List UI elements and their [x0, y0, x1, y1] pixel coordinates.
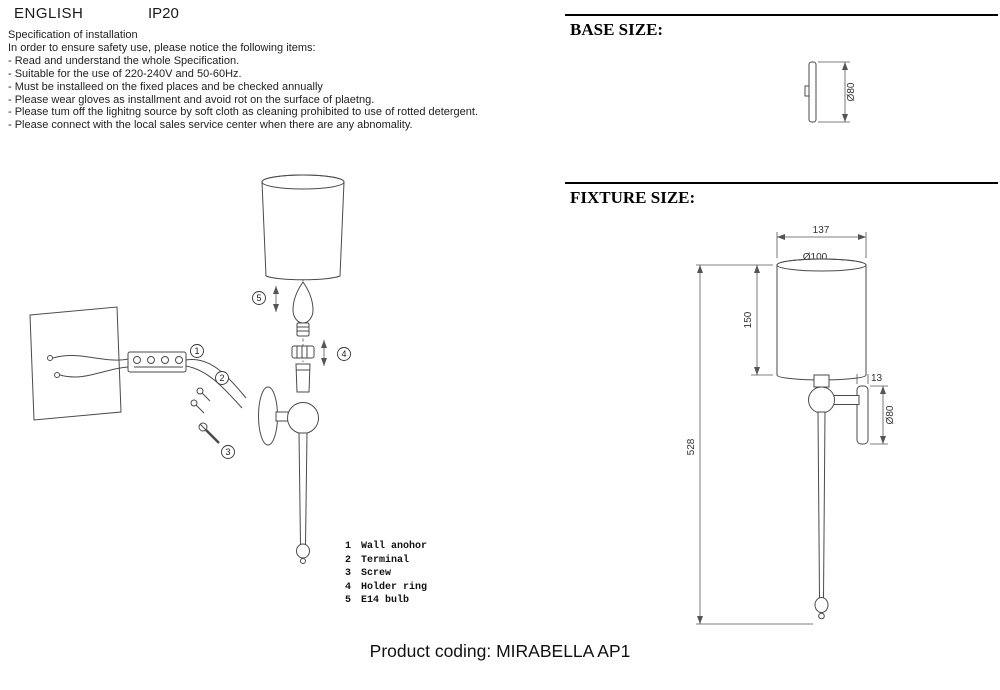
- callout-5-label: 5: [256, 293, 261, 303]
- arm: [275, 411, 290, 422]
- shade-width-label: 137: [813, 225, 830, 236]
- callout-2: [215, 371, 229, 385]
- backplate: [258, 386, 278, 446]
- overall-height-dimension: 528: [686, 264, 813, 625]
- spec-line: - Please wear gloves as installment and …: [8, 93, 375, 106]
- shade: [261, 174, 345, 281]
- callout-4: [337, 347, 351, 361]
- shade-width-dimension: 137 Ø100: [776, 225, 867, 263]
- plate-thickness-dimension: 13: [856, 373, 883, 384]
- terminal-block: [127, 351, 247, 409]
- spec-line: - Please tum off the lighitng source by …: [8, 106, 479, 119]
- callout-1: [190, 344, 204, 358]
- spec-line: - Please connect with the local sales se…: [8, 119, 413, 132]
- wall-plate-side: [856, 385, 869, 445]
- spec-line: - Read and understand the whole Specific…: [8, 54, 240, 67]
- mounting-screw: [198, 422, 220, 444]
- e14-bulb: [292, 281, 314, 337]
- holder-ring: [291, 345, 315, 359]
- base-plate-side-view: [804, 61, 817, 123]
- legend-item: 3 Screw: [345, 568, 392, 579]
- callout-3: [221, 445, 235, 459]
- socket: [813, 374, 830, 388]
- legend-item: 1 Wall anohor: [345, 541, 428, 552]
- legend-item: 5 E14 bulb: [345, 595, 410, 606]
- lamp-socket: [295, 363, 311, 393]
- callout-1-label: 1: [194, 346, 199, 356]
- divider-top: [565, 14, 998, 16]
- fixture-side-view: [776, 258, 869, 620]
- ball-joint: [287, 402, 319, 434]
- plate-thickness-label: 13: [871, 373, 883, 384]
- shade-diameter-label: Ø100: [803, 252, 828, 263]
- base-diameter-label: Ø80: [846, 82, 857, 101]
- stem: [298, 432, 308, 546]
- stem: [817, 411, 826, 599]
- small-screws: [190, 387, 211, 414]
- base-diameter-dimension: Ø80: [818, 61, 857, 123]
- callout-3-label: 3: [225, 447, 230, 457]
- product-coding: Product coding: MIRABELLA AP1: [369, 641, 631, 661]
- spec-title: Specification of installation: [8, 29, 138, 41]
- parts-legend: 1 Wall anohor 2 Terminal 3 Screw 4 Holde…: [345, 540, 427, 608]
- language-label: ENGLISH: [14, 5, 84, 22]
- base-size-title: BASE SIZE:: [570, 20, 664, 39]
- fixture-size-diagram: 528 150 137 Ø100: [686, 225, 896, 625]
- callout-5: [252, 291, 266, 305]
- callout-2-label: 2: [219, 373, 224, 383]
- fixture-body: [258, 386, 319, 564]
- shade-height-label: 150: [743, 311, 754, 328]
- plate-diameter-label: Ø80: [885, 405, 896, 424]
- callout-4-label: 4: [341, 349, 346, 359]
- fixture-size-title: FIXTURE SIZE:: [570, 188, 696, 207]
- spec-line: In order to ensure safety use, please no…: [8, 41, 316, 54]
- exploded-assembly-diagram: 5 4: [29, 174, 351, 564]
- spec-line: - Suitable for the use of 220-240V and 5…: [8, 67, 242, 80]
- ball-joint: [808, 386, 835, 414]
- legend-item: 2 Terminal: [345, 554, 410, 566]
- shade-outline: [776, 258, 867, 381]
- divider-middle: [565, 182, 998, 184]
- legend-item: 4 Holder ring: [345, 581, 428, 593]
- spec-line: - Must be installeed on the fixed places…: [8, 80, 323, 93]
- plate-diameter-dimension: Ø80: [870, 385, 896, 445]
- base-size-diagram: Ø80: [804, 61, 857, 123]
- arm: [831, 395, 860, 405]
- ip-rating-label: IP20: [148, 5, 179, 22]
- overall-height-label: 528: [686, 438, 697, 455]
- shade-height-dimension: 150: [743, 265, 773, 376]
- wall-mounting-plate: [29, 306, 130, 421]
- finial: [814, 597, 829, 613]
- specification-block: Specification of installation In order t…: [8, 29, 553, 132]
- finial: [296, 543, 310, 559]
